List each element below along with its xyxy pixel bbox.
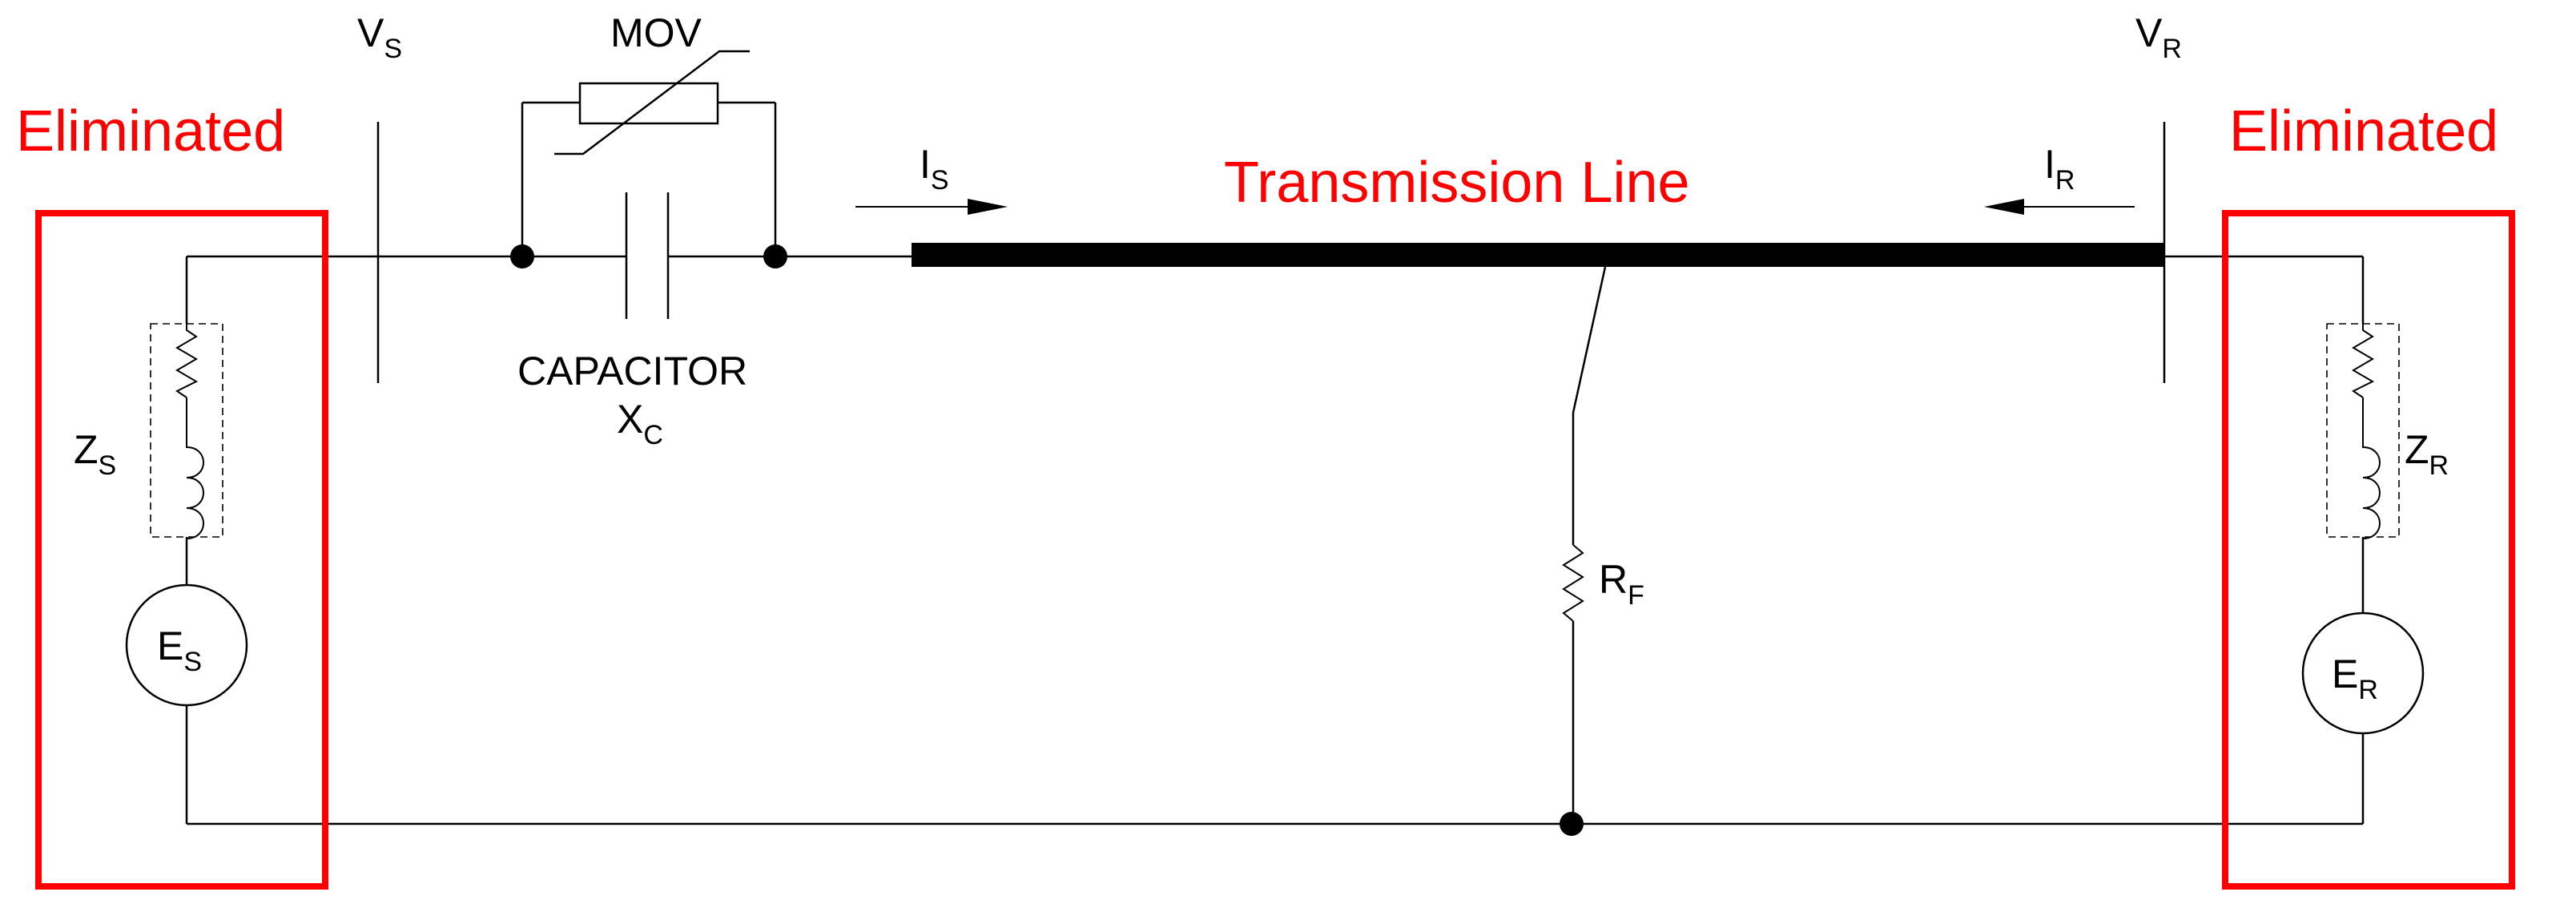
xc-label-sub: C xyxy=(643,420,663,450)
vs-label-main: V xyxy=(357,10,384,55)
fault-wire-diagonal xyxy=(1572,266,1607,414)
eliminated-label-right: Eliminated xyxy=(2229,99,2498,163)
vs-label-sub: S xyxy=(384,34,402,64)
ir-label: IR xyxy=(2044,142,2075,196)
zr-label-main: Z xyxy=(2405,427,2429,472)
xc-label: XC xyxy=(617,397,663,450)
transmission-line-bar xyxy=(912,243,2164,267)
junction-dot-mov-right xyxy=(763,244,787,268)
er-source-circle xyxy=(2301,611,2425,735)
capacitor-label: CAPACITOR xyxy=(517,349,747,393)
eliminated-box-left xyxy=(35,210,328,890)
es-label: ES xyxy=(157,623,202,677)
vs-label: VS xyxy=(357,10,402,64)
zr-label: ZR xyxy=(2405,427,2449,481)
vr-label-main: V xyxy=(2135,10,2163,55)
junction-dot-mov-left xyxy=(510,244,534,268)
zr-resistor xyxy=(2352,324,2375,398)
mov-varistor-slash xyxy=(554,50,750,155)
ir-label-main: I xyxy=(2044,142,2055,187)
ir-arrow-head xyxy=(1984,199,2024,215)
es-source-circle xyxy=(125,583,248,707)
mov-label: MOV xyxy=(610,10,702,55)
es-label-main: E xyxy=(157,623,183,668)
is-label: IS xyxy=(920,142,949,196)
junction-dot-bottom xyxy=(1560,812,1584,836)
er-label-sub: R xyxy=(2358,675,2378,705)
is-label-main: I xyxy=(920,142,931,187)
ir-label-sub: R xyxy=(2055,165,2075,196)
er-label-main: E xyxy=(2332,652,2358,696)
zs-label-main: Z xyxy=(74,427,99,472)
is-label-sub: S xyxy=(931,165,949,196)
zr-label-sub: R xyxy=(2429,450,2449,481)
rf-label: RF xyxy=(1599,557,1644,611)
es-label-sub: S xyxy=(183,647,202,677)
fault-resistor xyxy=(1562,544,1584,622)
zs-resistor xyxy=(175,324,199,398)
zs-label: ZS xyxy=(74,427,116,481)
zs-label-sub: S xyxy=(99,450,117,481)
vr-label: VR xyxy=(2135,10,2182,64)
transmission-line-label: Transmission Line xyxy=(1224,151,1690,215)
rf-label-sub: F xyxy=(1628,580,1644,611)
zr-inductor xyxy=(2362,398,2381,539)
rf-label-main: R xyxy=(1599,557,1628,602)
vr-label-sub: R xyxy=(2162,34,2182,64)
xc-label-main: X xyxy=(617,397,643,442)
is-arrow-head xyxy=(968,199,1008,215)
eliminated-label-left: Eliminated xyxy=(16,99,285,163)
eliminated-box-right xyxy=(2222,210,2515,890)
zs-inductor xyxy=(186,398,204,539)
er-label: ER xyxy=(2332,652,2378,705)
